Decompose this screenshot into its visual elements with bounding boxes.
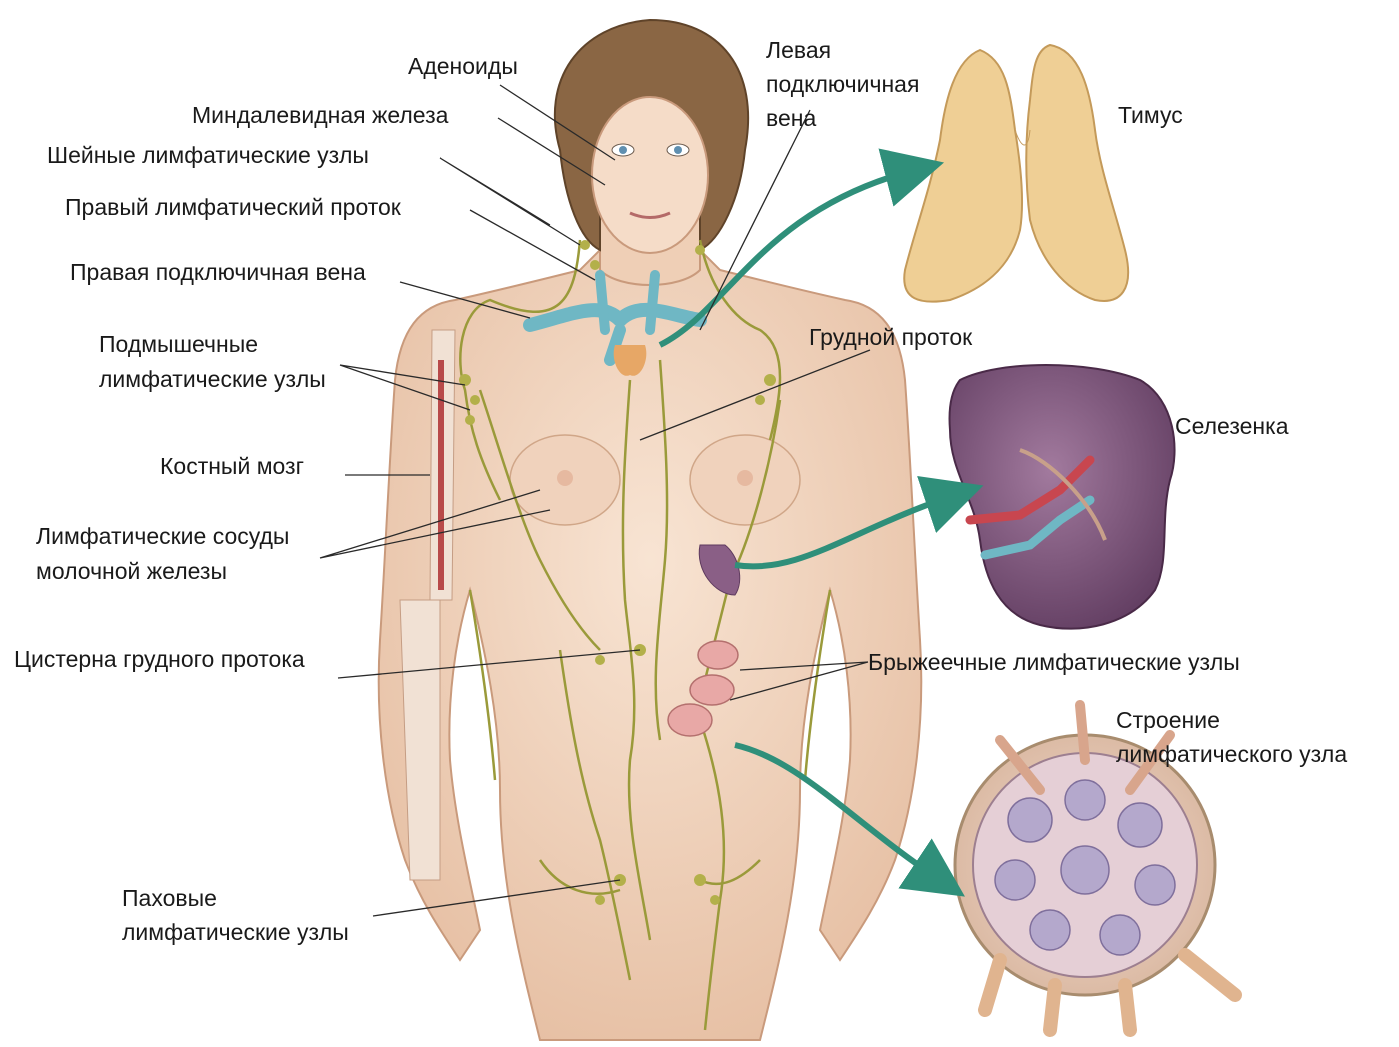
label-tonsil: Миндалевидная железа <box>192 101 448 130</box>
body-figure <box>379 20 922 1040</box>
label-axillary-nodes-2: лимфатические узлы <box>99 365 326 394</box>
label-mammary-vessels-2: молочной железы <box>36 557 227 586</box>
label-node-structure-2: лимфатического узла <box>1116 740 1347 769</box>
spleen-illustration <box>949 365 1174 629</box>
face <box>592 97 708 253</box>
thymus-illustration <box>904 45 1128 302</box>
label-bone-marrow: Костный мозг <box>160 452 304 481</box>
label-left-subclavian-3: вена <box>766 104 816 133</box>
label-thoracic-duct: Грудной проток <box>809 323 972 352</box>
label-adenoids: Аденоиды <box>408 52 518 81</box>
label-mammary-vessels-1: Лимфатические сосуды <box>36 522 289 551</box>
label-cisterna: Цистерна грудного протока <box>14 645 305 674</box>
label-right-lymph-duct: Правый лимфатический проток <box>65 193 401 222</box>
label-mesenteric-nodes: Брыжеечные лимфатические узлы <box>868 648 1240 677</box>
label-cervical-nodes: Шейные лимфатические узлы <box>47 141 369 170</box>
label-thymus: Тимус <box>1118 101 1183 130</box>
label-inguinal-nodes-1: Паховые <box>122 884 217 913</box>
label-spleen: Селезенка <box>1175 412 1288 441</box>
label-axillary-nodes-1: Подмышечные <box>99 330 258 359</box>
label-node-structure-1: Строение <box>1116 706 1220 735</box>
label-right-subclavian-vein: Правая подключичная вена <box>70 258 366 287</box>
label-left-subclavian-1: Левая <box>766 36 831 65</box>
label-inguinal-nodes-2: лимфатические узлы <box>122 918 349 947</box>
label-left-subclavian-2: подключичная <box>766 70 919 99</box>
